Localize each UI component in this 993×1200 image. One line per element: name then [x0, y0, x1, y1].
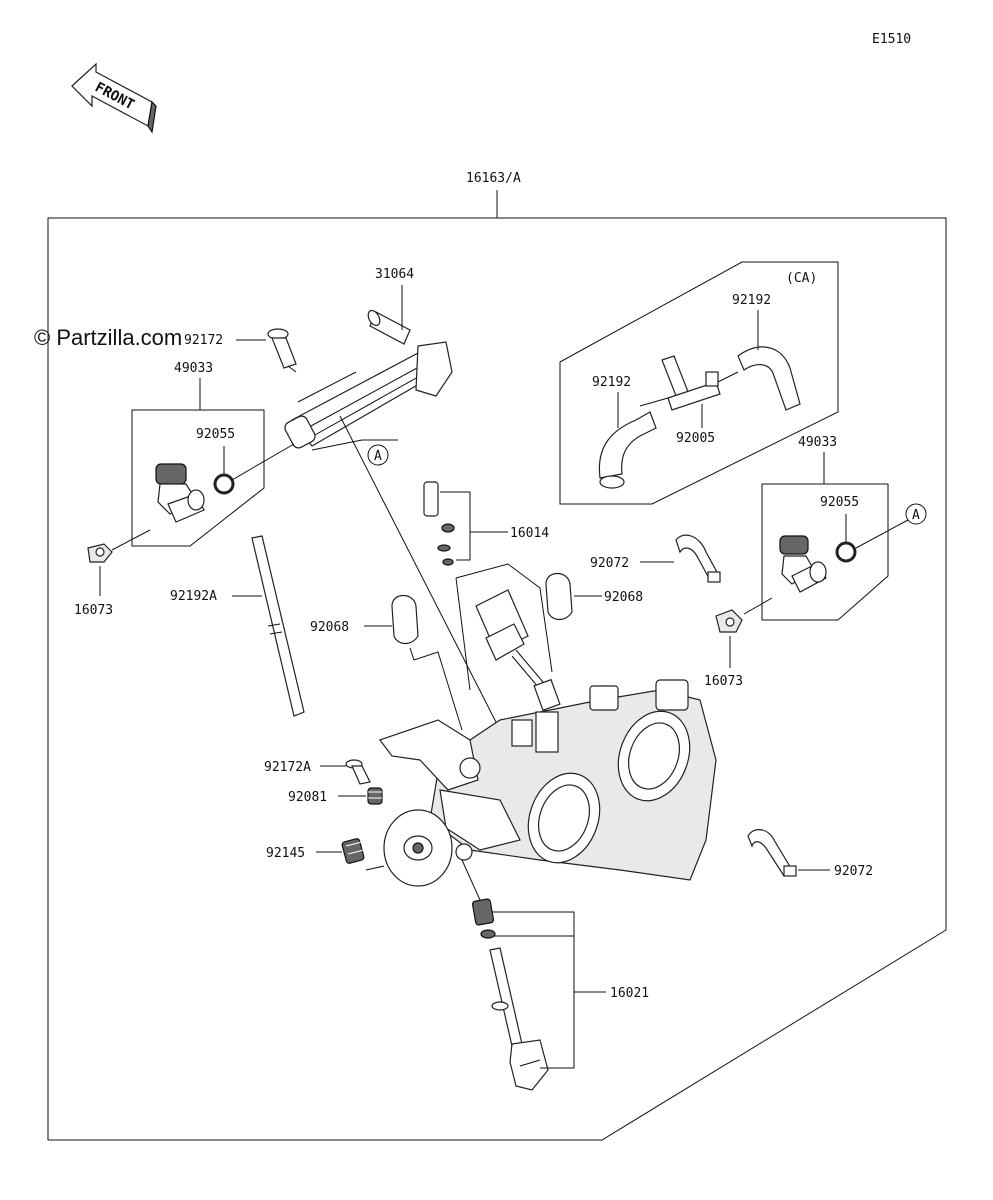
label-92072-top: 92072	[590, 556, 629, 571]
hose-ca-left	[598, 411, 657, 489]
label-92145: 92145	[266, 846, 305, 861]
diagram-code: E1510	[872, 32, 911, 47]
label-92192-ca-left: 92192	[592, 375, 631, 390]
fuel-rail	[284, 309, 453, 449]
assembly-outline	[47, 217, 947, 1141]
label-16073-left: 16073	[74, 603, 113, 618]
sensor-16014	[423, 481, 455, 566]
ref-a-right-text: A	[912, 508, 920, 523]
connector-bracket	[455, 563, 553, 673]
screw-92172	[267, 328, 297, 373]
injector-right	[779, 535, 827, 593]
label-92172: 92172	[184, 333, 223, 348]
ref-a-right	[905, 503, 927, 525]
label-92055-left: 92055	[196, 427, 235, 442]
hose-92192A	[251, 535, 305, 717]
hose-ca-right	[737, 346, 801, 411]
spring-92145	[341, 838, 365, 864]
label-92055-right: 92055	[820, 495, 859, 510]
oring-left	[213, 473, 235, 495]
injector-left	[155, 463, 205, 523]
ca-label: (CA)	[786, 271, 817, 286]
label-92068-left: 92068	[310, 620, 349, 635]
spring-92081	[367, 787, 383, 805]
injector-box-right	[761, 483, 889, 621]
cap-left	[391, 594, 419, 645]
label-16021: 16021	[610, 986, 649, 1001]
ref-a-left	[367, 444, 389, 466]
label-92072-bottom: 92072	[834, 864, 873, 879]
label-16073-right: 16073	[704, 674, 743, 689]
watermark: © Partzilla.com	[34, 325, 182, 350]
label-16163A: 16163/A	[466, 171, 521, 186]
cap-right	[545, 572, 573, 621]
label-92192A: 92192A	[170, 589, 217, 604]
label-92172A: 92172A	[264, 760, 311, 775]
front-arrow-icon: FRONT	[71, 62, 157, 134]
throttle-body	[379, 589, 717, 887]
idle-screw-16021	[471, 898, 549, 1091]
label-16014: 16014	[510, 526, 549, 541]
band-92072-top	[675, 534, 721, 583]
label-49033-left: 49033	[174, 361, 213, 376]
injector-box-left	[131, 409, 265, 547]
label-92005: 92005	[676, 431, 715, 446]
screw-92172A	[345, 759, 371, 785]
label-92081: 92081	[288, 790, 327, 805]
joint-ca	[661, 355, 721, 411]
label-31064: 31064	[375, 267, 414, 282]
label-92192-ca-right: 92192	[732, 293, 771, 308]
ca-box	[559, 261, 839, 505]
ref-a-left-text: A	[374, 449, 382, 464]
label-49033-right: 49033	[798, 435, 837, 450]
band-92072-bottom	[747, 829, 797, 877]
label-92068-right: 92068	[604, 590, 643, 605]
oring-right	[835, 541, 857, 563]
